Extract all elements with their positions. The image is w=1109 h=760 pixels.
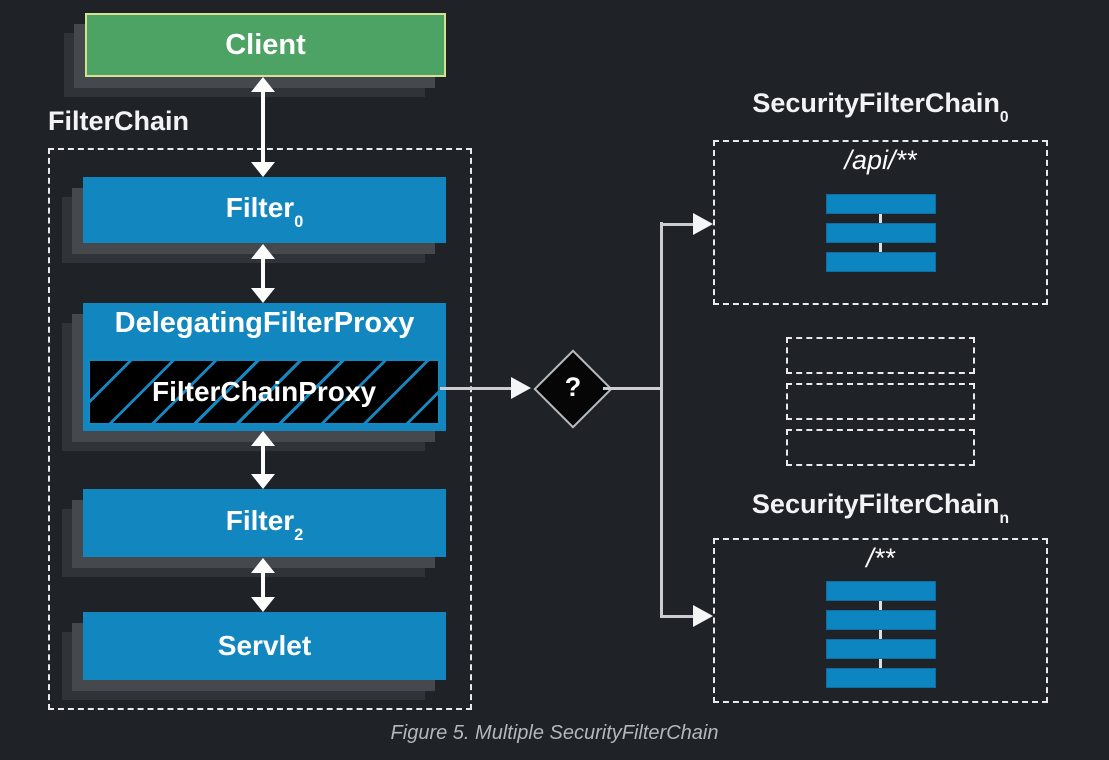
filter-bar — [825, 610, 936, 630]
line-diamond-to-branch — [603, 387, 662, 390]
decision-question-mark: ? — [564, 371, 582, 402]
arrow-filter2-servlet — [250, 558, 276, 612]
arrowhead-into-chain0 — [693, 213, 713, 235]
chain-n-filter-stack — [825, 581, 936, 688]
filter-bar-connector — [879, 630, 882, 639]
arrowhead-into-chain-n — [693, 605, 713, 627]
servlet-node: Servlet — [83, 612, 446, 680]
filter-chain-proxy-node: FilterChainProxy — [88, 359, 440, 425]
delegating-filter-proxy-label: DelegatingFilterProxy — [114, 307, 415, 339]
arrow-shaft — [261, 256, 265, 291]
arrow-dfp-filter2 — [250, 431, 276, 489]
chain0-title-text: SecurityFilterChain — [752, 88, 1000, 118]
security-filter-chain-n-box: /** — [713, 538, 1048, 703]
filter-bar-connector — [879, 601, 882, 610]
filter-bar — [825, 252, 936, 272]
filter-bar — [825, 581, 936, 601]
ellipsis-filter-box — [786, 429, 975, 466]
filter0-text: Filter — [225, 191, 295, 223]
chain0-title-subscript: 0 — [999, 109, 1009, 127]
servlet-label: Servlet — [217, 630, 312, 661]
arrowhead-into-diamond — [511, 377, 531, 399]
line-fcp-to-diamond — [440, 387, 512, 390]
client-node: Client — [85, 13, 446, 77]
filter-bar-connector — [879, 214, 882, 223]
filter0-node: Filter0 — [83, 177, 446, 243]
chain0-filter-stack — [825, 194, 936, 272]
branch-bottom-line — [660, 615, 694, 618]
filter0-subscript: 0 — [294, 213, 304, 232]
arrow-shaft — [261, 570, 265, 600]
filter0-label: Filter0 — [225, 191, 304, 232]
filter-bar — [825, 194, 936, 214]
figure-caption: Figure 5. Multiple SecurityFilterChain — [390, 722, 719, 744]
arrow-filter0-dfp — [250, 244, 276, 303]
filter-bar-connector — [879, 659, 882, 668]
arrow-shaft — [261, 89, 265, 165]
arrow-shaft — [261, 443, 265, 477]
ellipsis-filter-box — [786, 337, 975, 374]
chain-n-title-subscript: n — [999, 510, 1010, 528]
branch-top-line — [660, 223, 694, 226]
delegating-filter-proxy-node: DelegatingFilterProxy FilterChainProxy — [83, 303, 446, 431]
client-label: Client — [225, 28, 306, 61]
filter-bar — [825, 668, 936, 688]
filter2-node: Filter2 — [83, 489, 446, 557]
filter2-label: Filter2 — [225, 504, 304, 545]
filterchain-title: FilterChain — [48, 106, 190, 136]
filter-bar-connector — [879, 243, 882, 252]
chain-n-url-pattern: /** — [866, 543, 895, 573]
filter2-subscript: 2 — [294, 526, 304, 545]
ellipsis-filter-box — [786, 383, 975, 420]
filter2-text: Filter — [225, 504, 295, 536]
arrow-client-filter0 — [250, 77, 276, 177]
filter-chain-proxy-label: FilterChainProxy — [151, 376, 377, 407]
filter-bar — [825, 639, 936, 659]
chain-n-title-text: SecurityFilterChain — [751, 489, 1000, 519]
security-filter-chain-0-title: SecurityFilterChain0 — [713, 88, 1048, 127]
chain0-url-pattern: /api/** — [844, 145, 917, 175]
filter-bar — [825, 223, 936, 243]
security-filter-chain-0-box: /api/** — [713, 140, 1048, 305]
security-filter-chain-n-title: SecurityFilterChainn — [713, 489, 1048, 528]
branch-vertical-line — [660, 222, 663, 618]
